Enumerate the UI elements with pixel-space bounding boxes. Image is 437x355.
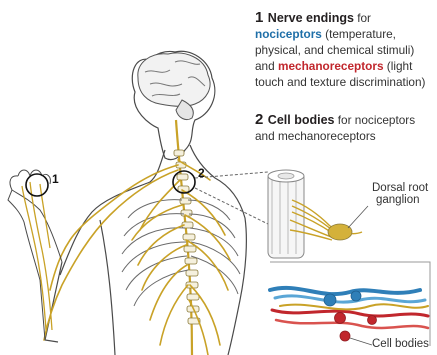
ribcage [122, 200, 240, 306]
mechanoreceptors-label: mechanoreceptors [278, 59, 384, 73]
hand-marker-label: 1 [52, 172, 59, 186]
dorsal-root-ganglion [328, 224, 352, 240]
item2-number: 2 [255, 111, 263, 128]
hand-nerves [22, 182, 52, 330]
spine-marker-label: 2 [198, 166, 205, 180]
item2-heading: Cell bodies [268, 113, 335, 127]
ganglion-leader-line [348, 206, 368, 228]
ganglion-label-line2: ganglion [372, 194, 428, 206]
ganglion-label-line1: Dorsal root [372, 182, 428, 194]
peripheral-nerves [44, 160, 230, 355]
item1-text-block: 1 Nerve endings for nociceptors (tempera… [255, 10, 433, 90]
dorsal-root-ganglion-label: Dorsal root ganglion [372, 182, 428, 206]
item1-for: for [354, 11, 371, 25]
cell-bodies-inset [270, 262, 430, 346]
hand-highlight-circle [26, 174, 48, 196]
brain [138, 53, 210, 120]
item1-number: 1 [255, 9, 263, 26]
cell-bodies-label: Cell bodies [372, 338, 429, 350]
item1-and: and [255, 59, 278, 73]
nociceptors-label: nociceptors [255, 27, 322, 41]
item2-text-block: 2 Cell bodies for nociceptors and mechan… [255, 112, 433, 144]
item1-heading: Nerve endings [268, 11, 354, 25]
